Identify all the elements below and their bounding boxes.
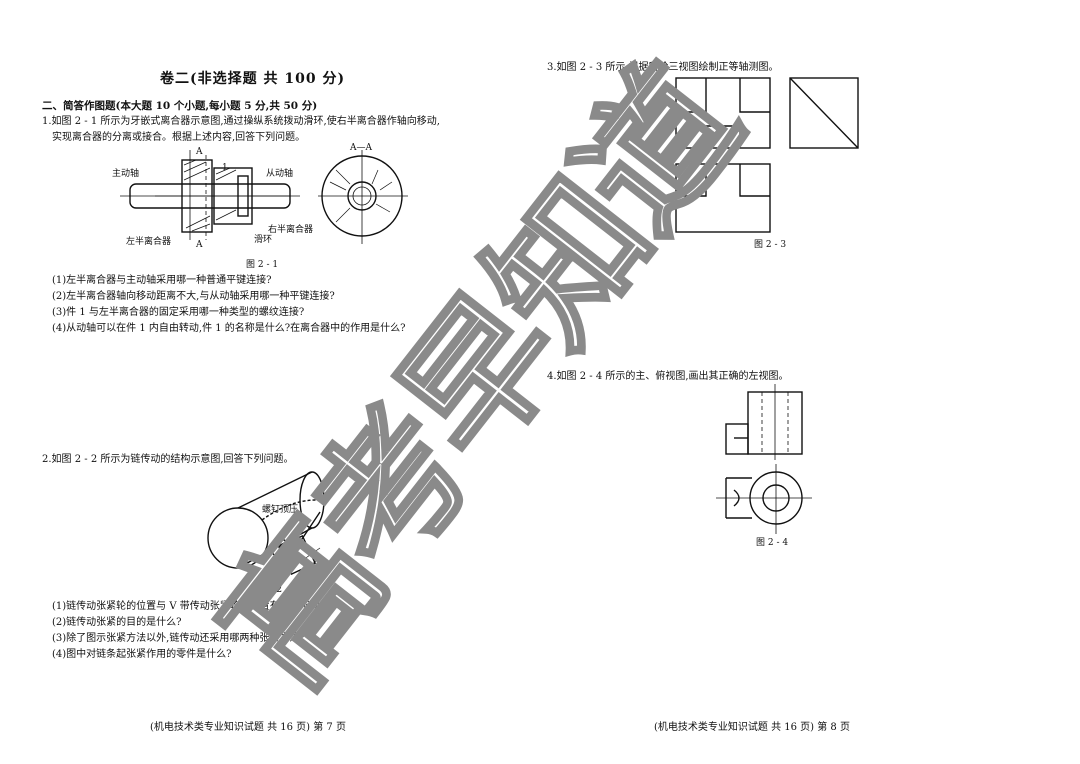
caption-figure-2-1: 图 2 - 1 <box>246 260 279 270</box>
q2-sub-4: (4)图中对链条起张紧作用的零件是什么? <box>52 649 232 660</box>
q2-stem: 2.如图 2 - 2 所示为链传动的结构示意图,回答下列问题。 <box>42 454 294 465</box>
label-left-half: 左半离合器 <box>126 237 172 247</box>
q2-sub-3: (3)除了图示张紧方法以外,链传动还采用哪两种张紧方法? <box>52 633 305 644</box>
q3-stem: 3.如图 2 - 3 所示,根据所给三视图绘制正等轴测图。 <box>547 62 779 73</box>
section-title: A—A <box>350 143 372 153</box>
section-mark-top: A <box>196 147 203 157</box>
caption-figure-2-3: 图 2 - 3 <box>754 240 787 250</box>
label-right-half: 右半离合器 <box>268 225 314 235</box>
q1-sub-4: (4)从动轴可以在件 1 内自由转动,件 1 的名称是什么?在离合器中的作用是什… <box>52 323 406 334</box>
caption-figure-2-4: 图 2 - 4 <box>756 538 789 548</box>
q1-sub-3: (3)件 1 与左半离合器的固定采用哪一种类型的螺纹连接? <box>52 307 305 318</box>
q1-sub-1: (1)左半离合器与主动轴采用哪一种普通平键连接? <box>52 275 272 286</box>
q2-sub-2: (2)链传动张紧的目的是什么? <box>52 617 182 628</box>
q1-stem-line1: 1.如图 2 - 1 所示为牙嵌式离合器示意图,通过操纵系统拨动滑环,使右半离合… <box>42 116 440 127</box>
svg-text:高考早知道: 高考早知道 <box>190 37 773 715</box>
caption-figure-2-2: 图 2 - 2 <box>250 585 283 595</box>
label-driven-shaft: 从动轴 <box>266 169 294 179</box>
section-mark-bottom: A <box>196 240 203 250</box>
label-screw-press: 螺钉顶压 <box>262 505 299 515</box>
label-part-1: 1 <box>222 163 228 173</box>
footer-left: (机电技术类专业知识试题 共 16 页) 第 7 页 <box>150 722 346 733</box>
footer-right: (机电技术类专业知识试题 共 16 页) 第 8 页 <box>654 722 850 733</box>
q4-stem: 4.如图 2 - 4 所示的主、俯视图,画出其正确的左视图。 <box>547 371 789 382</box>
label-slip-ring: 滑环 <box>254 235 273 245</box>
q2-sub-1: (1)链传动张紧轮的位置与 V 带传动张紧轮的位置有什么不同? <box>52 601 326 612</box>
section-heading: 二、简答作图题(本大题 10 个小题,每小题 5 分,共 50 分) <box>42 100 318 112</box>
label-driving-shaft: 主动轴 <box>112 169 140 179</box>
q1-stem-line2: 实现离合器的分离或接合。根据上述内容,回答下列问题。 <box>52 132 306 143</box>
paper-title: 卷二(非选择题 共 100 分) <box>160 71 346 87</box>
q1-sub-2: (2)左半离合器轴向移动距离不大,与从动轴采用哪一种平键连接? <box>52 291 335 302</box>
